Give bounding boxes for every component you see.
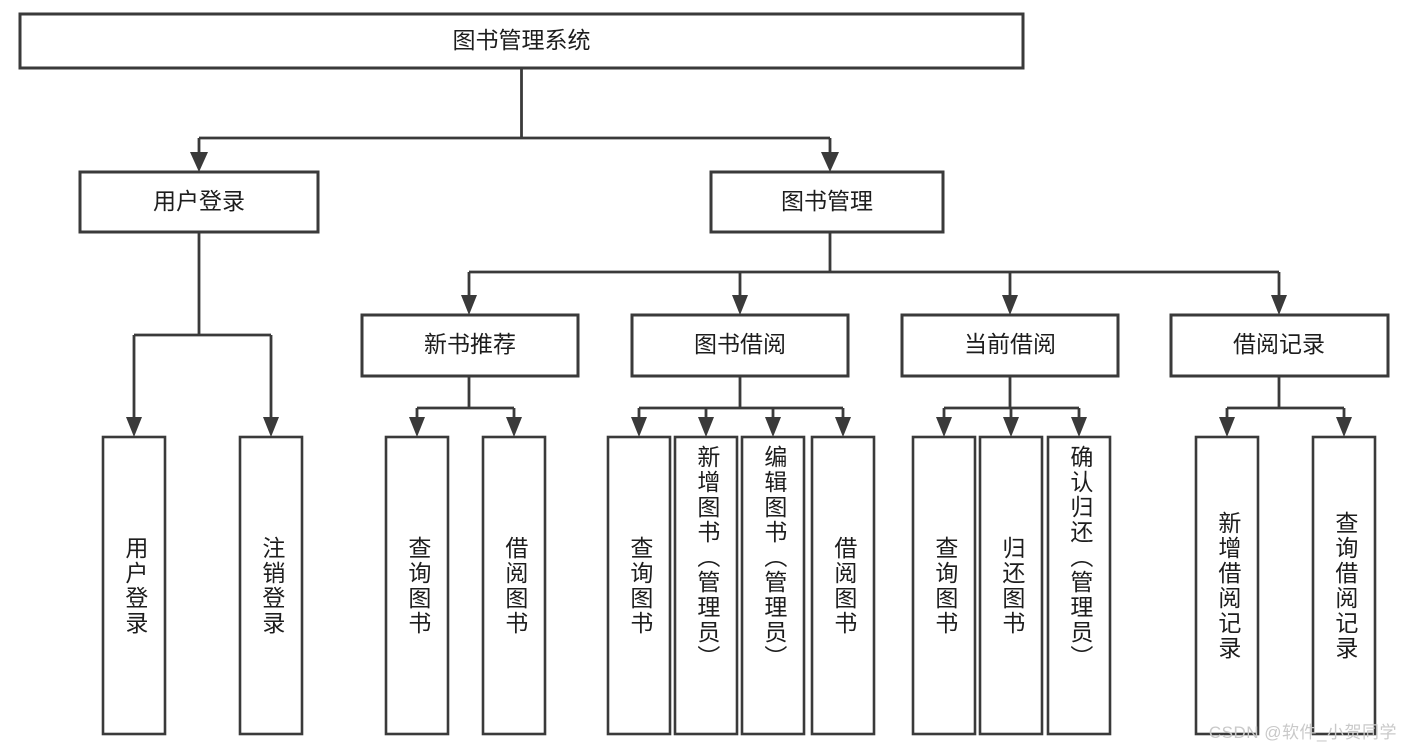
node-record[interactable]: 借阅记录 (1169, 313, 1390, 378)
node-borrow[interactable]: 图书借阅 (630, 313, 850, 378)
node-newbook[interactable]: 新书推荐 (360, 313, 580, 378)
arrow-to-leaf-add-record (1219, 417, 1235, 437)
node-bookmgmt[interactable]: 图书管理 (709, 170, 945, 234)
arrow-to-newbook (461, 295, 477, 315)
leaf-box-query-book-new[interactable] (384, 435, 450, 736)
node-root-box[interactable] (18, 12, 1025, 70)
connector-layer (126, 68, 1352, 437)
leaf-box-query-record[interactable] (1311, 435, 1377, 736)
node-record-label: 借阅记录 (1233, 331, 1325, 357)
node-current-label: 当前借阅 (964, 331, 1056, 357)
arrow-to-leaf-query-book-new (409, 417, 425, 437)
arrow-to-bookmgmt (821, 152, 839, 172)
arrow-to-leaf-return-book (1003, 417, 1019, 437)
leaf-box-logout[interactable] (238, 435, 304, 736)
arrow-to-leaf-query-book-current (936, 417, 952, 437)
arrow-to-record (1271, 295, 1287, 315)
node-newbook-box[interactable] (360, 313, 580, 378)
node-login-box[interactable] (78, 170, 320, 234)
leaf-box-add-book[interactable] (673, 435, 739, 736)
node-newbook-label: 新书推荐 (424, 331, 516, 357)
arrow-to-leaf-add-book (698, 417, 714, 437)
node-login-label: 用户登录 (153, 188, 245, 214)
leaf-box-borrow-book-new[interactable] (481, 435, 547, 736)
arrow-to-current (1002, 295, 1018, 315)
csdn-watermark: CSDN @软件_小贺同学 (1208, 723, 1397, 742)
arrow-to-borrow (732, 295, 748, 315)
node-root[interactable]: 图书管理系统 (18, 12, 1025, 70)
leaf-box-user-login[interactable] (101, 435, 167, 736)
leaf-box-layer (101, 435, 1377, 736)
node-bookmgmt-box[interactable] (709, 170, 945, 234)
leaf-box-add-record[interactable] (1194, 435, 1260, 736)
leaf-box-edit-book[interactable] (740, 435, 806, 736)
arrow-to-leaf-query-book-borrow (631, 417, 647, 437)
arrow-to-leaf-edit-book (765, 417, 781, 437)
arrow-to-leaf-query-record (1336, 417, 1352, 437)
arrow-to-leaf-borrow-book (835, 417, 851, 437)
leaf-box-return-book[interactable] (978, 435, 1044, 736)
leaf-box-query-book-current[interactable] (911, 435, 977, 736)
leaf-box-query-book-borrow[interactable] (606, 435, 672, 736)
node-login[interactable]: 用户登录 (78, 170, 320, 234)
arrow-to-leaf-borrow-book-new (506, 417, 522, 437)
arrow-to-login (190, 152, 208, 172)
node-borrow-box[interactable] (630, 313, 850, 378)
node-bookmgmt-label: 图书管理 (781, 188, 873, 214)
arrow-to-leaf-confirm-return (1071, 417, 1087, 437)
node-root-label: 图书管理系统 (453, 27, 591, 53)
node-current[interactable]: 当前借阅 (900, 313, 1120, 378)
node-borrow-label: 图书借阅 (694, 331, 786, 357)
node-record-box[interactable] (1169, 313, 1390, 378)
leaf-box-borrow-book[interactable] (810, 435, 876, 736)
arrow-to-leaf-logout (263, 417, 279, 437)
node-current-box[interactable] (900, 313, 1120, 378)
arrow-to-leaf-user-login (126, 417, 142, 437)
leaf-box-confirm-return[interactable] (1046, 435, 1112, 736)
